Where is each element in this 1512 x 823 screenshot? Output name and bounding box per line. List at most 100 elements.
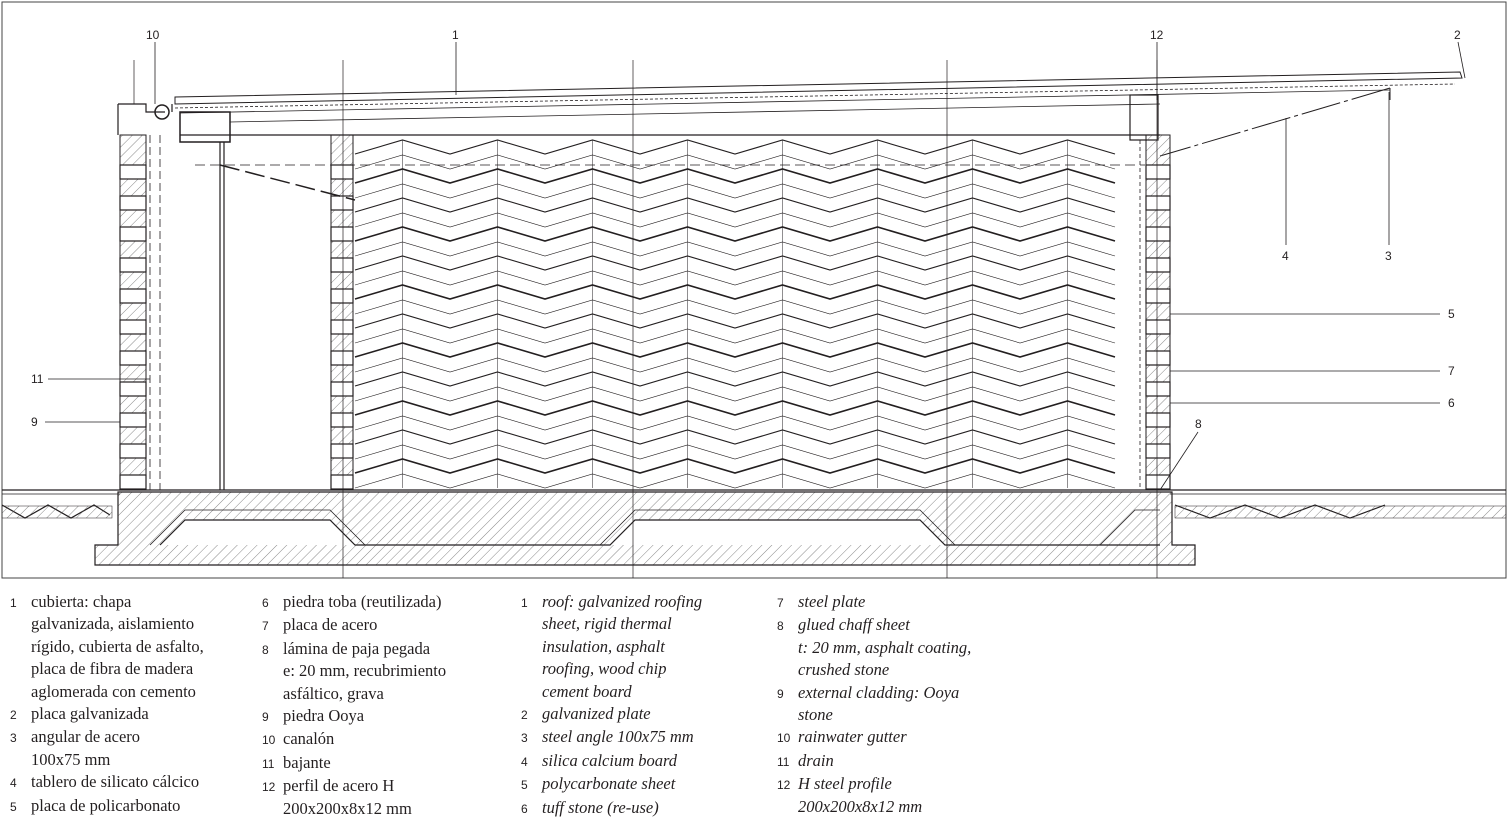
- legend-text: 200x200x8x12 mm: [283, 798, 412, 818]
- drawing-frame: [1, 1, 1507, 579]
- stone-joint: [330, 381, 354, 397]
- callout-1: 1: [452, 28, 459, 42]
- ceiling-slope: [219, 164, 356, 201]
- stone-joint: [119, 474, 147, 490]
- legend-number: 12: [262, 780, 276, 795]
- ground-fill: [1, 505, 113, 519]
- legend-number: 10: [262, 733, 276, 748]
- stone-joint: [330, 350, 354, 366]
- callout-5: 5: [1448, 307, 1455, 321]
- legend-text: stone: [798, 705, 833, 725]
- stone-joint: [1145, 381, 1171, 397]
- legend-text: canalón: [283, 729, 335, 749]
- cladding-edge: [402, 430, 1068, 459]
- legend-text: lámina de paja pegada: [283, 638, 431, 658]
- legend-number: 7: [777, 596, 784, 610]
- stone-joint: [1145, 164, 1171, 180]
- stone-joint: [1145, 412, 1171, 428]
- cladding-zigzag: [354, 212, 1116, 228]
- stone-joint: [1145, 195, 1171, 211]
- legend-text: perfil de acero H: [283, 776, 395, 796]
- legend-text: external cladding: Ooya: [798, 682, 960, 702]
- cladding-edge: [402, 459, 1068, 488]
- roof-sheet: [174, 71, 1463, 105]
- eave-board: [1159, 87, 1391, 157]
- cladding-zigzag: [354, 284, 1116, 300]
- cladding-edge: [402, 343, 1068, 372]
- callout-8: 8: [1195, 417, 1202, 431]
- legend-text: e: 20 mm, recubrimiento: [283, 661, 447, 681]
- legend-text: piedra Ooya: [283, 706, 365, 726]
- legend-text: silica calcium board: [542, 750, 678, 770]
- legend-number: 3: [521, 731, 528, 746]
- legend-text: rígido, cubierta de asfalto,: [31, 636, 204, 656]
- stone-joint: [119, 350, 147, 366]
- cladding-zigzag: [354, 241, 1116, 257]
- legend-text: sheet, rigid thermal: [542, 614, 672, 634]
- cladding-zigzag: [354, 226, 1116, 242]
- ground-fill: [1174, 505, 1507, 519]
- stone-joint: [119, 443, 147, 459]
- legend-text: cubierta: chapa: [31, 592, 132, 611]
- steel-h-profile: [179, 111, 231, 143]
- legend-text: insulation, asphalt: [542, 636, 665, 656]
- stone-joint: [119, 226, 147, 242]
- legend-entry: 1 roof: galvanized roofing sheet, rigid th…: [521, 591, 702, 703]
- legend-number: 1: [10, 596, 17, 610]
- cladding-zigzag: [354, 313, 1116, 329]
- stone-joint: [119, 381, 147, 397]
- legend-text: bajante: [283, 752, 331, 772]
- legend-text: cement board: [542, 681, 632, 701]
- stone-joint: [1145, 319, 1171, 335]
- legend-number: 11: [262, 756, 275, 771]
- legend-text: placa de fibra de madera: [31, 659, 194, 679]
- cladding-zigzag: [354, 299, 1116, 315]
- legend-number: 10: [777, 731, 791, 746]
- cladding-zigzag: [354, 342, 1116, 358]
- stone-joint: [1145, 288, 1171, 304]
- roof-board: [179, 89, 1391, 114]
- legend-number: 4: [521, 754, 528, 769]
- cladding-zigzag: [354, 400, 1116, 416]
- legend-text: angular de acero: [31, 727, 141, 747]
- stone-joint: [330, 164, 354, 180]
- stone-joint: [119, 164, 147, 180]
- callout-12: 12: [1150, 28, 1164, 42]
- legend-number: 6: [521, 801, 528, 816]
- legend-number: 7: [262, 619, 269, 634]
- leader-line: [1159, 431, 1199, 491]
- legend-entry: 7 placa de acero: [262, 614, 446, 637]
- legend-number: 8: [777, 619, 784, 634]
- roof-insulation: [174, 83, 1456, 109]
- stone-wall: [330, 134, 354, 491]
- legend-text: placa de acero: [283, 615, 378, 635]
- stone-joint: [1145, 443, 1171, 459]
- legend-text: roof: galvanized roofing: [542, 592, 703, 611]
- legend-entry: 10 canalón: [262, 728, 446, 751]
- legend-text: piedra toba (reutilizada): [283, 592, 442, 611]
- polycarbonate-cladding: [354, 139, 1141, 490]
- legend-text: 200x200x8x12 mm: [798, 796, 923, 816]
- legend-text: t: 20 mm, asphalt coating,: [798, 637, 972, 657]
- steel-h-profile: [1129, 94, 1159, 141]
- stone-joint: [119, 319, 147, 335]
- callout-7: 7: [1448, 364, 1455, 378]
- callout-6: 6: [1448, 396, 1455, 410]
- cladding-edge: [402, 372, 1068, 401]
- legend-number: 9: [262, 710, 269, 725]
- stone-wall: [119, 134, 147, 491]
- legend-number: 5: [10, 799, 17, 814]
- legend-entry: 11 bajante: [262, 752, 446, 775]
- legend-number: 1: [521, 596, 528, 610]
- roof-beam-top: [229, 103, 1161, 123]
- cladding-edge: [402, 314, 1068, 343]
- legend-text: glued chaff sheet: [798, 615, 910, 635]
